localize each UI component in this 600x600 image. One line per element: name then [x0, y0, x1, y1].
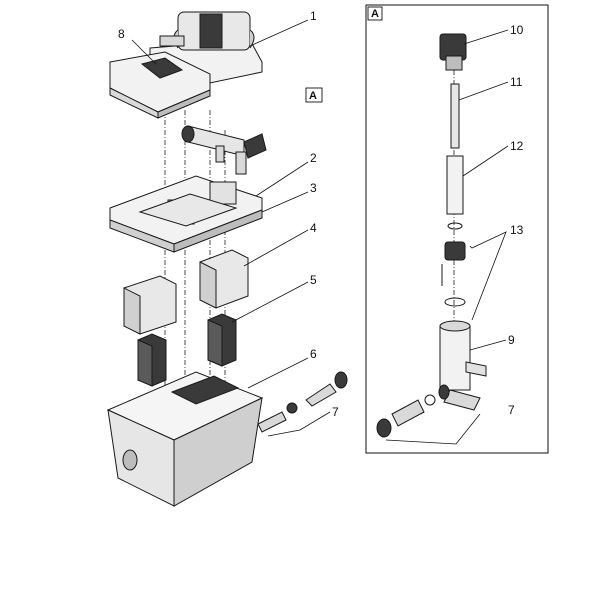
detail-box-A [365, 4, 549, 454]
label-9: 9 [508, 333, 515, 347]
label-8: 8 [118, 27, 125, 41]
part-13-seal-set [441, 222, 466, 307]
part-5-sponge-holders [137, 313, 237, 387]
label-6: 6 [310, 347, 317, 361]
part-10-uv-lamp-cap [439, 33, 467, 71]
part-7-hose-tails-uvc [376, 384, 450, 438]
part-8-filter-lid-cover [109, 51, 211, 119]
detail-box-A-tag [367, 6, 383, 21]
label-7b: 7 [508, 403, 515, 417]
part-9-uvc-housing [439, 320, 487, 411]
label-4: 4 [310, 221, 317, 235]
uvc-unit-callout [181, 125, 267, 175]
left-leader-lines [131, 19, 331, 437]
part-7-hose-tails [257, 371, 348, 433]
callout-A-label: A [309, 90, 317, 102]
part-2-filter-tray [109, 175, 263, 253]
part-6-filter-housing [106, 371, 264, 507]
label-7: 7 [332, 405, 339, 419]
part-12-quartz-tube [446, 155, 464, 215]
label-2: 2 [310, 151, 317, 165]
label-1: 1 [310, 9, 317, 23]
callout-A-box [305, 87, 323, 103]
part-11-uv-lamp [450, 83, 460, 149]
right-leader-lines [385, 29, 509, 445]
part-4-filter-sponges [123, 249, 249, 335]
label-5: 5 [310, 273, 317, 287]
label-10: 10 [510, 23, 524, 37]
detail-box-A-label: A [371, 8, 379, 20]
label-12: 12 [510, 139, 524, 153]
label-11: 11 [510, 75, 523, 89]
label-3: 3 [310, 181, 317, 195]
label-13: 13 [510, 223, 524, 237]
